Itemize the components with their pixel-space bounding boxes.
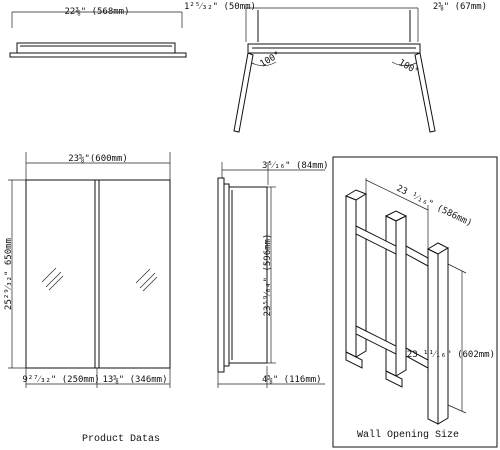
mirror-glint-right <box>135 268 158 292</box>
hinge-angle-arc-right <box>391 61 417 67</box>
stud-right-side <box>437 247 449 425</box>
mirror-glint-left <box>41 267 64 291</box>
stud-left-front <box>345 195 357 358</box>
front-cabinet-outline <box>25 179 171 369</box>
opening-height-ext-top <box>447 263 467 274</box>
product-caption: Product Datas <box>82 433 160 445</box>
header-block-left <box>355 225 397 255</box>
opening-width-dim-line <box>365 179 429 211</box>
wall-opening-panel: 23 ¹⁄₁₆" (586mm) 23 ¹¹⁄₁₆" (602mm) <box>332 156 498 448</box>
hinge-angle-arc-left <box>251 61 277 67</box>
sill-block-right <box>405 347 429 369</box>
hinge-view-door-left <box>233 52 254 133</box>
header-block-right <box>405 245 429 267</box>
top-view: 22⅜" (568mm) <box>9 7 187 58</box>
front-height-label: 25²⁹⁄₃₂" 650mm <box>4 238 14 310</box>
opening-height-ext-bottom <box>447 404 467 414</box>
opening-height-label: 23 ¹¹⁄₁₆" (602mm) <box>407 350 495 360</box>
profile-bottom-depth-label: 4⅝" (116mm) <box>262 375 322 385</box>
side-depth-right-label: 2⅝" (67mm) <box>433 2 487 12</box>
profile-view: 3⁵⁄₁₆" (84mm) 23⁵⁹⁄₆₄" (596mm) 4⅝" (116m… <box>217 161 329 388</box>
top-view-door-strip <box>9 52 187 58</box>
front-view: 23⅝"(600mm) 25²⁹⁄₃₂" 650mm 9²⁷⁄₃₂" (250m… <box>4 152 171 388</box>
stud-right-front <box>427 248 439 425</box>
base-block-mid <box>385 370 403 388</box>
profile-frame <box>223 183 230 367</box>
top-view-cabinet-body <box>16 42 176 54</box>
profile-top-depth-label: 3⁵⁄₁₆" (84mm) <box>262 161 329 171</box>
wall-caption: Wall Opening Size <box>357 429 459 441</box>
wall-opening-frame <box>332 156 498 448</box>
side-depth-left-label: 1²⁵⁄₃₂" (50mm) <box>184 2 256 12</box>
profile-height-label: 23⁵⁹⁄₆₄" (596mm) <box>263 234 273 317</box>
profile-door <box>217 177 225 373</box>
door-left-width-label: 9²⁷⁄₃₂" (250mm) <box>22 375 99 385</box>
sill-block-left <box>355 325 397 355</box>
top-view-width-label: 22⅜" (568mm) <box>64 7 129 17</box>
hinge-view: 1²⁵⁄₃₂" (50mm) 2⅝" (67mm) 100° 100° <box>184 2 487 133</box>
stud-mid-side <box>395 215 407 377</box>
front-width-label: 23⅝"(600mm) <box>68 154 128 164</box>
base-block-left <box>345 351 363 369</box>
door-right-width-label: 13⅝" (346mm) <box>102 375 167 385</box>
opening-width-label: 23 ¹⁄₁₆" (586mm) <box>395 184 474 229</box>
hinge-view-door-right <box>414 52 436 133</box>
profile-box <box>228 186 268 364</box>
